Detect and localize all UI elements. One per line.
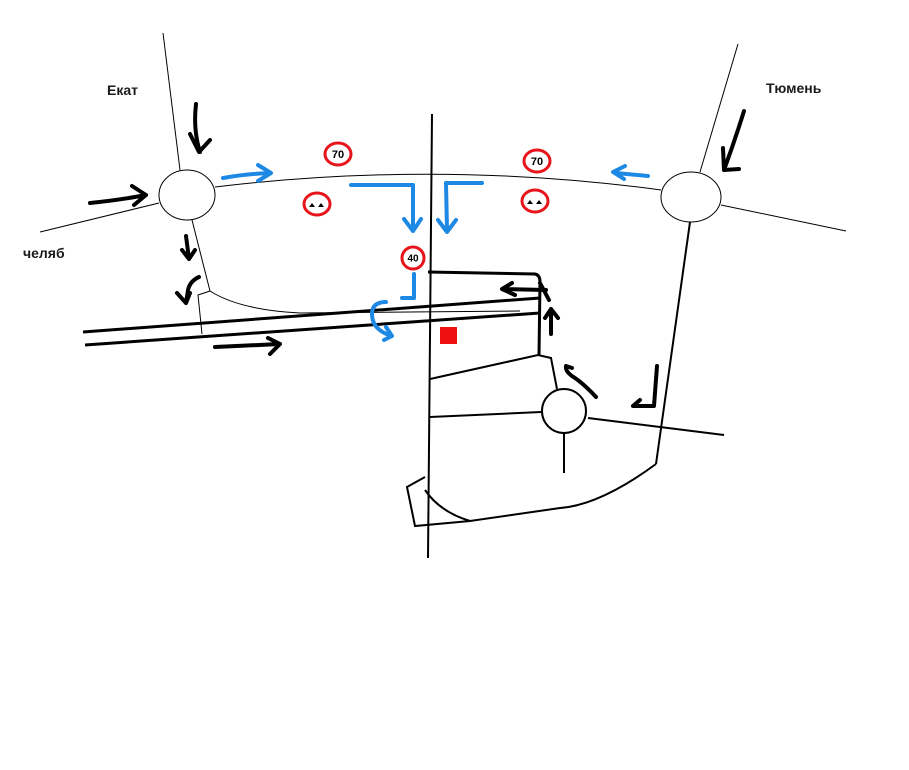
sign-ring [520,188,550,214]
arrow-left-icon [500,281,548,297]
road-main-arc [214,173,662,191]
roundabout-east [660,171,722,223]
label-chelyab: челяб [23,245,65,261]
arrow-up-icon [543,307,560,336]
road-south-west-link [429,411,542,418]
arrow-turn-down-blue-icon [349,183,423,233]
road-bottom-ramp [405,476,471,528]
arrow-stroke [538,281,551,302]
road-left-ramp [197,290,211,335]
arrow-down-icon [188,102,212,154]
roundabout-south [541,388,587,434]
road-south-east [587,417,725,436]
road-to-ekat [162,32,181,171]
road-to-tyumen [699,43,739,173]
sign-speed-bump-east [520,188,550,214]
arrow-right-icon [213,336,282,356]
sign-speed-limit-70-east: 70 [522,148,552,174]
arrow-right-icon [88,184,148,207]
speed-bump-icon [309,203,324,207]
highway [82,296,541,347]
arrow-right-blue-icon [221,163,273,183]
road-block-top [429,353,558,390]
road-bottom-curve [424,463,657,523]
arrow-uturn-blue-icon [370,300,394,342]
road-central-vertical [427,113,433,559]
sign-ring [400,245,426,271]
roundabout-west [158,169,216,221]
highway-lower [84,311,541,347]
road-right-vertical [655,221,691,465]
sign-ring [522,148,552,174]
arrow-turn-down-blue-icon [436,181,484,234]
road-east [720,204,847,232]
location-marker [440,327,457,344]
sign-ring [302,191,332,217]
label-ekat: Екат [107,82,138,98]
sign-text: 40 [407,254,419,265]
speed-bump-icon [527,200,542,204]
highway-upper [82,296,541,334]
sign-ring [323,141,353,167]
road-left-south [191,219,211,292]
sign-speed-limit-70-west: 70 [323,141,353,167]
sign-text: 70 [332,149,344,161]
arrow-corner-blue-icon [400,272,416,300]
sign-speed-limit-40: 40 [400,245,426,271]
arrow-down-icon [180,234,197,261]
label-tyumen: Тюмень [766,80,822,96]
arrow-turn-left-icon [631,364,659,408]
arrow-turn-down-icon [175,275,201,305]
road-to-chelyab [39,202,160,233]
arrow-down-left-icon [721,109,746,172]
arrow-curved-icon [563,364,598,399]
arrow-left-blue-icon [611,164,650,181]
sign-text: 70 [531,156,543,168]
road-left-curve [209,290,521,314]
blue-arrows [221,163,650,342]
black-arrows [88,102,746,408]
roads [39,32,847,528]
sign-speed-bump-west [302,191,332,217]
